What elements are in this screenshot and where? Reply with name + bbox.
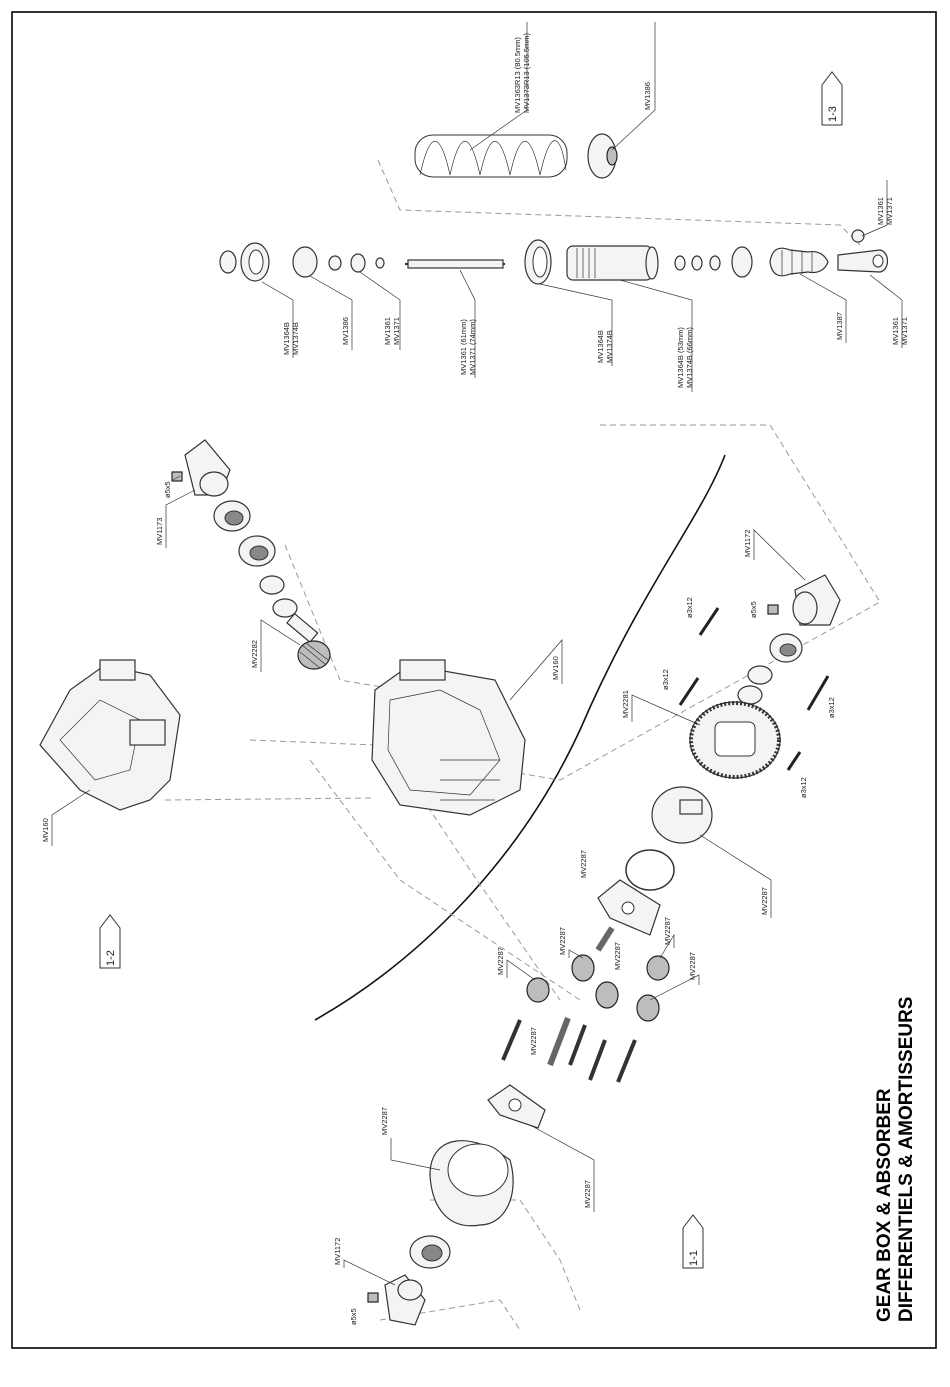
label-pinion-2282: MV2282 bbox=[250, 640, 259, 668]
label-gear-f: MV2287 bbox=[529, 1027, 538, 1055]
page-frame bbox=[11, 11, 937, 1349]
diff-labels: MV2287 MV2287 MV2287 MV2287 MV2287 MV228… bbox=[333, 917, 700, 1325]
shock-body-part bbox=[566, 245, 659, 281]
label-piston-1371: MV1371 bbox=[392, 317, 401, 345]
label-gear-a: MV2287 bbox=[496, 947, 505, 975]
spring-cup-part bbox=[587, 133, 618, 179]
label-spring-cup: MV1386 bbox=[643, 82, 652, 110]
section-tag-label: 1-2 bbox=[105, 950, 117, 966]
pinion-gear-part bbox=[286, 612, 331, 670]
section-tag-1-1: 1-1 bbox=[682, 1214, 704, 1269]
spring-part bbox=[414, 134, 568, 178]
label-setscrew-left: ø5x5 bbox=[163, 481, 172, 498]
label-spring-80: MV1363R13 (80.5mm) bbox=[513, 37, 522, 113]
section-tag-label: 1-1 bbox=[688, 1250, 700, 1266]
label-cup-1172: MV1172 bbox=[743, 530, 752, 557]
diff-case-part bbox=[651, 786, 713, 844]
shock-absorber-assembly bbox=[219, 133, 889, 285]
label-body-cap-1364: MV1364B bbox=[596, 330, 605, 363]
label-screw-1: ø3x12 bbox=[685, 597, 694, 618]
label-housing-left: MV160 bbox=[41, 818, 50, 842]
label-plate-bottom: MV2287 bbox=[583, 1180, 592, 1208]
label-housing-center: MV160 bbox=[551, 656, 560, 680]
top-rod-end-part bbox=[219, 242, 270, 282]
section-tag-1-2: 1-2 bbox=[99, 914, 121, 969]
gearbox-labels: ø5x5 MV1173 MV2282 MV160 MV160 MV1172 ø5… bbox=[41, 475, 836, 918]
divider-curve bbox=[314, 454, 726, 1021]
label-ring-2281: MV2281 bbox=[621, 690, 630, 718]
label-gear-e: MV2287 bbox=[688, 952, 697, 980]
o-ring-part bbox=[625, 849, 675, 891]
section-tag-label: 1-3 bbox=[827, 106, 839, 122]
label-cap-1374: MV1374B bbox=[291, 322, 300, 355]
label-case-2287: MV2287 bbox=[760, 887, 769, 915]
label-body-53: MV1364B (53mm) bbox=[676, 327, 685, 388]
label-gear-d: MV2287 bbox=[663, 917, 672, 945]
ring-gear-part bbox=[689, 701, 781, 779]
label-body-cap-1374: MV1374B bbox=[605, 330, 614, 363]
label-ball-1371: MV1371 bbox=[885, 197, 894, 225]
label-plate-2287: MV2287 bbox=[579, 850, 588, 878]
screw-parts bbox=[678, 607, 830, 771]
diff-housing-part bbox=[429, 1140, 514, 1227]
label-setscrew-right: ø5x5 bbox=[749, 601, 758, 618]
label-body-66: MV1374B (66mm) bbox=[685, 327, 694, 388]
label-shaft-61: MV1361 (61mm) bbox=[459, 319, 468, 375]
label-screw-4: ø3x12 bbox=[799, 777, 808, 798]
label-piston-1361: MV1361 bbox=[383, 317, 392, 345]
left-housing-part bbox=[39, 659, 181, 811]
title-line-2: DIFFERENTIELS & AMORTISSEURS bbox=[896, 997, 917, 1322]
gear-pins bbox=[501, 926, 637, 1083]
label-gear-b: MV2287 bbox=[558, 927, 567, 955]
label-cup-1386: MV1386 bbox=[341, 317, 350, 345]
label-ball-1361: MV1361 bbox=[876, 197, 885, 225]
gearbox-assembly bbox=[39, 439, 841, 844]
left-diff-cup-part bbox=[367, 1274, 426, 1326]
differential-assembly bbox=[367, 849, 675, 1326]
boot-part bbox=[769, 247, 829, 277]
label-cup-1173: MV1173 bbox=[155, 518, 164, 545]
shock-labels: MV1363R13 (80.5mm) MV1373R13 (105.5mm) M… bbox=[261, 22, 909, 392]
label-cap-1364: MV1364B bbox=[282, 322, 291, 355]
section-tag-1-3: 1-3 bbox=[821, 71, 843, 126]
right-output-cup-part bbox=[767, 574, 841, 626]
label-screw-3: ø3x12 bbox=[827, 697, 836, 718]
output-cup-part bbox=[171, 439, 231, 497]
label-rodend-1361: MV1361 bbox=[891, 317, 900, 345]
label-diff-setscrew: ø5x5 bbox=[349, 1308, 358, 1325]
center-housing-part bbox=[371, 659, 526, 816]
label-diff-housing: MV2287 bbox=[380, 1107, 389, 1135]
label-gear-c: MV2287 bbox=[613, 942, 622, 970]
label-screw-2: ø3x12 bbox=[661, 669, 670, 690]
spider-gears bbox=[526, 954, 670, 1022]
label-boot-1387: MV1387 bbox=[835, 312, 844, 340]
title-line-1: GEAR BOX & ABSORBER bbox=[874, 1088, 895, 1322]
label-shaft-74: MV1371 (74mm) bbox=[468, 319, 477, 375]
label-rodend-1371: MV1371 bbox=[900, 317, 909, 345]
label-diff-cup: MV1172 bbox=[333, 1238, 342, 1265]
label-spring-105: MV1373R13 (105.5mm) bbox=[522, 32, 531, 113]
page-title: GEAR BOX & ABSORBER DIFFERENTIELS & AMOR… bbox=[874, 997, 917, 1322]
